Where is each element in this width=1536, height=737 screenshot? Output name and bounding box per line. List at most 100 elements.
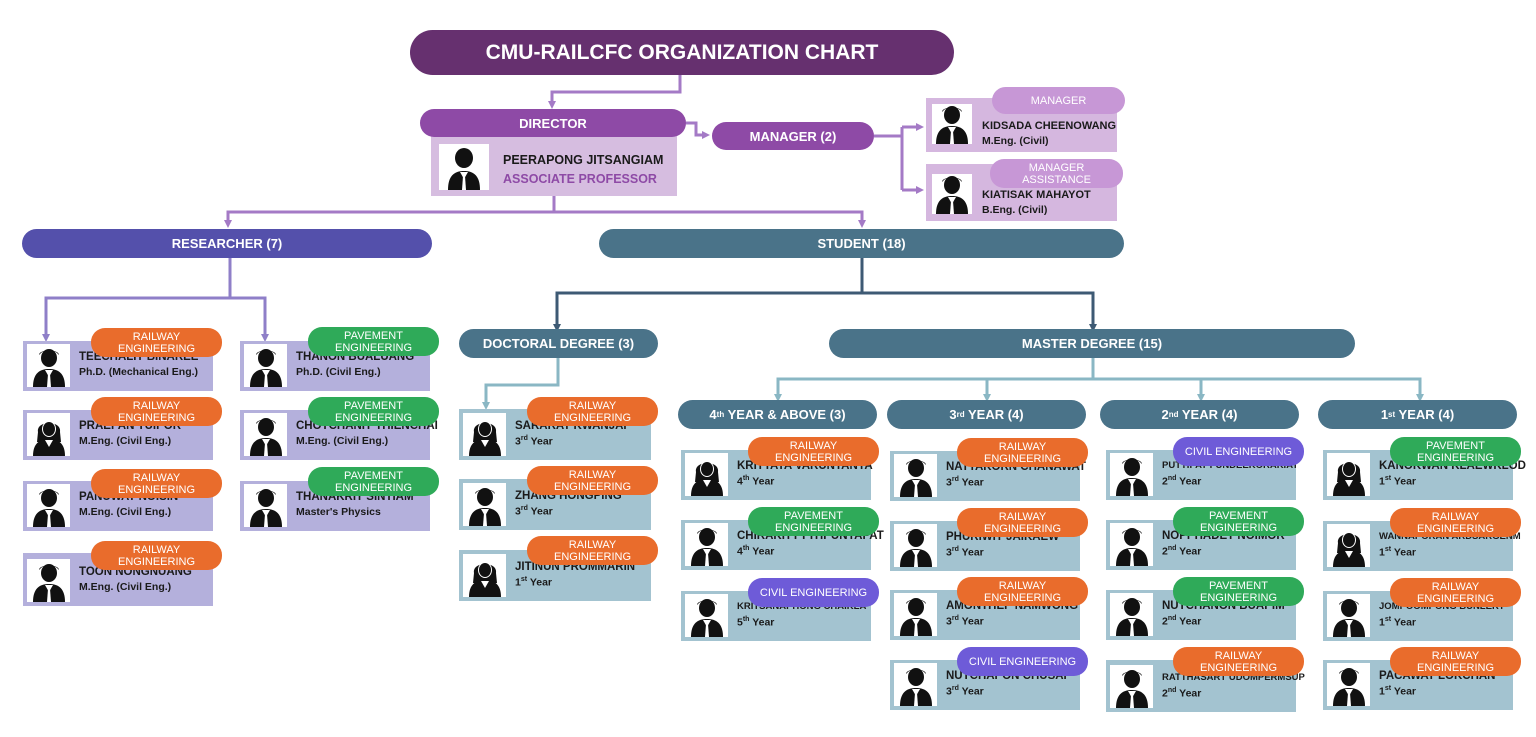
member-photo — [1327, 453, 1370, 496]
director-name: PEERAPONG JITSANGIAM — [503, 153, 664, 167]
specialty-tag-pave: PAVEMENT ENGINEERING — [308, 327, 439, 356]
member-name: KIDSADA CHEENOWANG — [982, 120, 1117, 132]
specialty-tag-rail: RAILWAY ENGINEERING — [91, 541, 222, 570]
member-detail: 2nd Year — [1162, 615, 1202, 628]
person-silhouette-icon — [690, 528, 723, 566]
person-silhouette-icon — [249, 418, 282, 456]
manager-role-tag: MANAGER — [992, 87, 1125, 114]
specialty-tag-civil: CIVIL ENGINEERING — [748, 578, 879, 607]
member-detail: 3rd Year — [946, 685, 984, 698]
specialty-tag-rail: RAILWAY ENGINEERING — [527, 466, 658, 495]
specialty-tag-rail: RAILWAY ENGINEERING — [91, 397, 222, 426]
person-silhouette-icon — [249, 489, 282, 527]
specialty-tag-pave: PAVEMENT ENGINEERING — [308, 467, 439, 496]
person-silhouette-icon — [32, 489, 65, 527]
member-detail: M.Eng. (Civil Eng.) — [296, 435, 389, 447]
member-detail: 2nd Year — [1162, 475, 1202, 488]
member-detail: 1st Year — [515, 576, 553, 589]
member-detail: Ph.D. (Mechanical Eng.) — [79, 366, 199, 378]
member-photo — [27, 413, 70, 456]
researcher-group-label: RESEARCHER (7) — [22, 229, 432, 258]
member-detail: 3rd Year — [946, 546, 984, 559]
person-silhouette-icon — [1115, 528, 1148, 566]
specialty-tag-rail: RAILWAY ENGINEERING — [1390, 647, 1521, 676]
member-photo — [244, 413, 287, 456]
doctoral-degree-label: DOCTORAL DEGREE (3) — [459, 329, 658, 358]
person-silhouette-icon — [936, 106, 968, 144]
member-photo — [463, 554, 506, 597]
member-detail: B.Eng. (Civil) — [982, 204, 1048, 216]
member-detail: M.Eng. (Civil Eng.) — [79, 506, 172, 518]
person-silhouette-icon — [1332, 599, 1365, 637]
specialty-tag-rail: RAILWAY ENGINEERING — [1390, 508, 1521, 537]
specialty-tag-rail: RAILWAY ENGINEERING — [91, 328, 222, 357]
member-photo — [27, 484, 70, 527]
member-photo — [685, 523, 728, 566]
member-photo — [1327, 663, 1370, 706]
member-photo — [27, 559, 70, 602]
student-group-label: STUDENT (18) — [599, 229, 1124, 258]
specialty-tag-pave: PAVEMENT ENGINEERING — [1173, 577, 1304, 606]
manager-group-label: MANAGER (2) — [712, 122, 874, 150]
member-photo — [1327, 524, 1370, 567]
specialty-tag-rail: RAILWAY ENGINEERING — [527, 536, 658, 565]
member-detail: Master's Physics — [296, 506, 381, 518]
person-silhouette-icon — [1115, 458, 1148, 496]
member-photo — [1327, 594, 1370, 637]
manager-role-tag: MANAGER ASSISTANCE — [990, 159, 1123, 188]
specialty-tag-civil: CIVIL ENGINEERING — [957, 647, 1088, 676]
member-photo — [685, 453, 728, 496]
person-silhouette-icon — [468, 562, 501, 597]
member-photo — [1110, 523, 1153, 566]
member-detail: M.Eng. (Civil Eng.) — [79, 435, 172, 447]
member-photo — [932, 174, 972, 214]
member-photo — [685, 594, 728, 637]
member-detail: 3rd Year — [946, 476, 984, 489]
member-photo — [1110, 453, 1153, 496]
member-detail: 1st Year — [1379, 685, 1417, 698]
specialty-tag-rail: RAILWAY ENGINEERING — [91, 469, 222, 498]
member-name: KIATISAK MAHAYOT — [982, 189, 1091, 201]
person-silhouette-icon — [468, 488, 501, 526]
person-silhouette-icon — [1332, 461, 1365, 496]
specialty-tag-pave: PAVEMENT ENGINEERING — [748, 507, 879, 536]
person-silhouette-icon — [468, 421, 501, 456]
member-photo — [894, 663, 937, 706]
person-silhouette-icon — [32, 564, 65, 602]
director-header: DIRECTOR — [420, 109, 686, 137]
director-position: ASSOCIATE PROFESSOR — [503, 172, 657, 186]
member-detail: 2nd Year — [1162, 687, 1202, 700]
specialty-tag-rail: RAILWAY ENGINEERING — [1173, 647, 1304, 676]
member-photo — [244, 344, 287, 387]
specialty-tag-pave: PAVEMENT ENGINEERING — [308, 397, 439, 426]
member-detail: 1st Year — [1379, 475, 1417, 488]
member-photo — [1110, 665, 1153, 708]
person-silhouette-icon — [690, 461, 723, 496]
member-detail: 5th Year — [737, 616, 775, 629]
person-silhouette-icon — [899, 529, 932, 567]
person-silhouette-icon — [1115, 670, 1148, 708]
director-photo — [439, 144, 489, 190]
chart-title: CMU-RAILCFC ORGANIZATION CHART — [410, 30, 954, 75]
person-silhouette-icon — [899, 459, 932, 497]
member-photo — [1110, 593, 1153, 636]
member-detail: M.Eng. (Civil Eng.) — [79, 581, 172, 593]
member-photo — [932, 104, 972, 144]
person-silhouette-icon — [1332, 668, 1365, 706]
member-photo — [894, 524, 937, 567]
person-silhouette-icon — [1115, 598, 1148, 636]
member-detail: M.Eng. (Civil) — [982, 135, 1049, 147]
member-photo — [894, 593, 937, 636]
member-photo — [27, 344, 70, 387]
member-detail: 1st Year — [1379, 546, 1417, 559]
person-silhouette-icon — [448, 148, 480, 190]
specialty-tag-pave: PAVEMENT ENGINEERING — [1390, 437, 1521, 466]
member-detail: 1st Year — [1379, 616, 1417, 629]
person-silhouette-icon — [1332, 532, 1365, 567]
